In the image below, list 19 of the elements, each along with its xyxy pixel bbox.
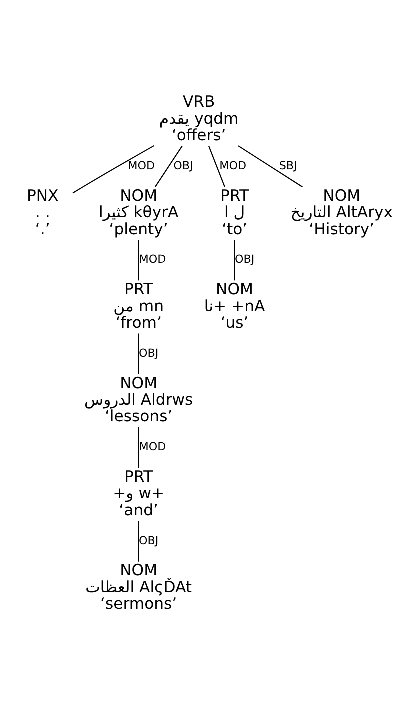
connector xyxy=(138,240,140,281)
node-text: PNX . . ‘.’ xyxy=(26,186,59,238)
connector xyxy=(155,146,183,188)
connector xyxy=(234,240,236,281)
edge-label: OBJ xyxy=(174,159,194,172)
connector xyxy=(138,427,140,468)
edge-label: OBJ xyxy=(139,346,159,360)
connector xyxy=(138,334,140,374)
edge-label: SBJ xyxy=(279,159,298,172)
connector xyxy=(238,146,303,188)
edge-label: MOD xyxy=(139,253,166,266)
edge-label: MOD xyxy=(139,440,166,454)
edge-label: OBJ xyxy=(139,534,159,548)
connector xyxy=(138,521,140,562)
edge-label: OBJ xyxy=(234,253,255,266)
edge-label: MOD xyxy=(128,159,156,172)
connector xyxy=(72,145,154,194)
connector xyxy=(208,146,226,188)
edge-label: MOD xyxy=(220,159,247,172)
